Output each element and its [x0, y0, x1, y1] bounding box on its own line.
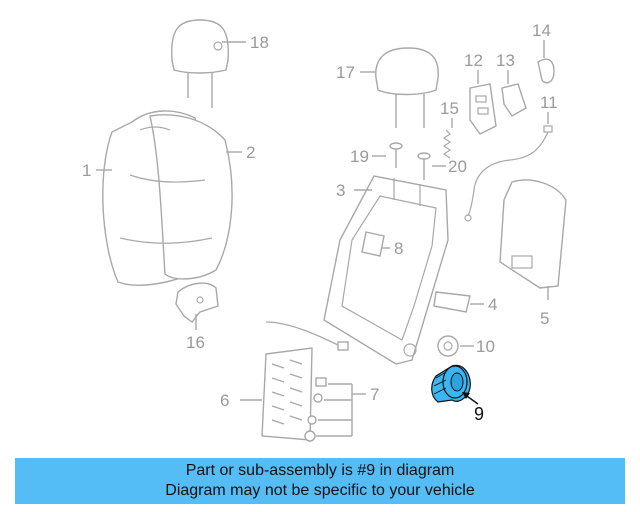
- callout-1: 1: [82, 161, 91, 180]
- callout-13: 13: [496, 51, 515, 70]
- part-3-seatback-frame: [323, 175, 449, 365]
- part-13-switch-panel: [501, 83, 527, 117]
- callout-7: 7: [370, 385, 379, 404]
- part-8-strap: [361, 231, 385, 257]
- callout-2: 2: [246, 143, 255, 162]
- callout-9: 9: [474, 404, 484, 424]
- part-7-fasteners: [304, 341, 366, 442]
- callout-11: 11: [540, 93, 558, 112]
- part-5-back-panel: [499, 179, 567, 289]
- part-6-lumbar-mat: [261, 321, 345, 441]
- part-4-side-trim: [433, 291, 471, 313]
- callout-8: 8: [394, 239, 403, 258]
- part-10-gear: [437, 335, 459, 357]
- part-14-knob: [537, 58, 555, 84]
- part-18-headrest: [171, 19, 229, 108]
- part-12-switch-panel: [469, 83, 497, 135]
- callout-10: 10: [476, 337, 495, 356]
- part-19-guide: [389, 142, 403, 168]
- part-20-guide: [417, 152, 431, 180]
- info-banner: Part or sub-assembly is #9 in diagram Di…: [15, 458, 625, 504]
- callout-3: 3: [336, 181, 345, 200]
- parts-diagram: 18 1 2 16 17 19 20 15: [82, 19, 567, 442]
- callout-5: 5: [540, 309, 549, 328]
- callout-19: 19: [350, 147, 369, 166]
- callout-4: 4: [488, 295, 497, 314]
- callout-15: 15: [440, 99, 459, 118]
- part-1-seatback-cushion: [102, 110, 233, 286]
- part-11-cable: [464, 125, 553, 222]
- callout-14: 14: [532, 21, 551, 40]
- callout-17: 17: [336, 63, 355, 82]
- part-17-headrest: [375, 47, 439, 128]
- callout-6: 6: [220, 391, 229, 410]
- part-15-spring: [442, 129, 452, 159]
- callout-18: 18: [250, 33, 269, 52]
- callout-12: 12: [464, 51, 483, 70]
- callout-20: 20: [448, 157, 467, 176]
- part-9-knob-highlighted: [431, 364, 471, 403]
- banner-line-2: Diagram may not be specific to your vehi…: [165, 482, 475, 499]
- part-16-bracket: [175, 282, 219, 323]
- banner-line-1: Part or sub-assembly is #9 in diagram: [185, 462, 455, 479]
- callout-16: 16: [186, 333, 205, 352]
